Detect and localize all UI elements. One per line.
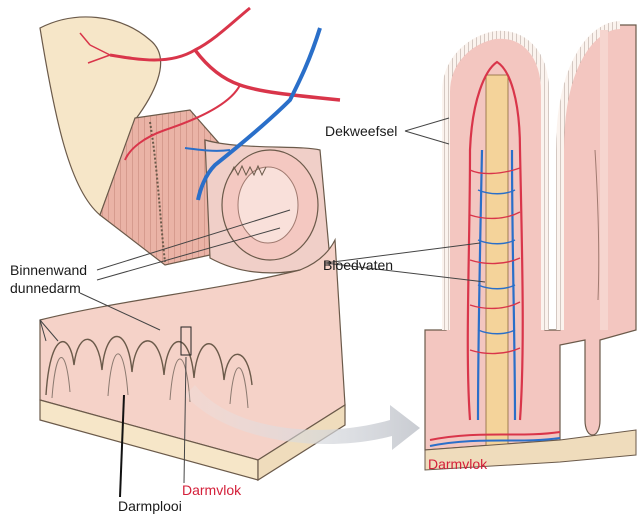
- label-bloedvaten: Bloedvaten: [323, 257, 393, 273]
- label-darmplooi: Darmplooi: [118, 498, 182, 514]
- label-dekweefsel: Dekweefsel: [325, 123, 397, 139]
- villus-panel: [425, 25, 636, 470]
- label-binnenwand-line2: dunnedarm: [10, 280, 81, 296]
- label-darmvlok-right: Darmvlok: [428, 456, 487, 472]
- label-binnenwand-line1: Binnenwand: [10, 262, 87, 278]
- label-darmvlok-left: Darmvlok: [182, 482, 241, 498]
